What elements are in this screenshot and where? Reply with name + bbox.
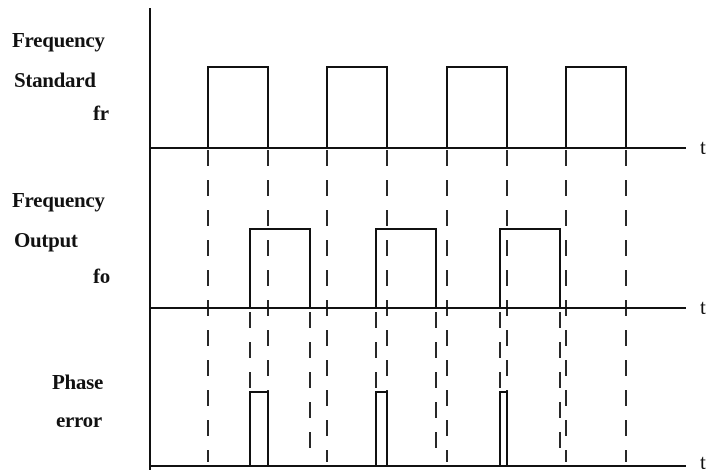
signal-fr-axis-label: t: [700, 137, 706, 158]
signal-fr-label-line-3: fr: [93, 103, 109, 124]
signal-fo-label-line-3: fo: [93, 266, 110, 287]
pulse-fr-4: [566, 67, 626, 148]
signal-phase-label-line-1: Phase: [52, 372, 103, 393]
pulse-phase-2: [376, 392, 387, 466]
signal-fo-axis-label: t: [700, 297, 706, 318]
signal-fo-label-line-2: Output: [14, 230, 78, 251]
pulse-fo-3: [500, 229, 560, 308]
signal-phase-label-line-2: error: [56, 410, 102, 431]
pulse-phase-1: [250, 392, 268, 466]
signal-fr-label-line-1: Frequency: [12, 30, 105, 51]
signal-fr-label-line-2: Standard: [14, 70, 96, 91]
pulse-fr-2: [327, 67, 387, 148]
pulse-fo-1: [250, 229, 310, 308]
waveforms-group: [208, 67, 626, 466]
pulse-phase-3: [500, 392, 507, 466]
signal-fo-label-line-1: Frequency: [12, 190, 105, 211]
pulse-fr-3: [447, 67, 507, 148]
pulse-fr-1: [208, 67, 268, 148]
pulse-fo-2: [376, 229, 436, 308]
dashed-reference-lines: [208, 150, 626, 462]
signal-phase-axis-label: t: [700, 452, 706, 473]
axes-group: [150, 8, 686, 470]
